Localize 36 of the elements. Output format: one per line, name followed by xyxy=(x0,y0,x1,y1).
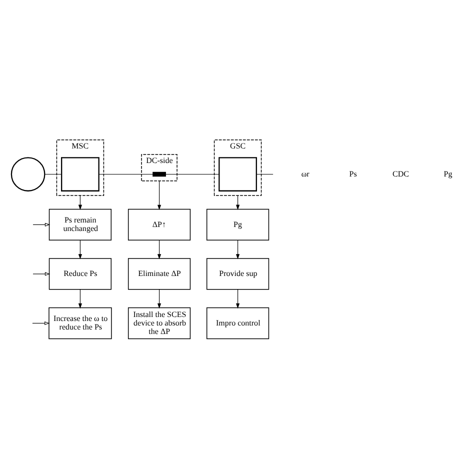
node-box: Eliminate ΔP xyxy=(127,258,190,290)
node-box: Reduce Ps xyxy=(48,258,112,290)
connector xyxy=(98,174,153,175)
node-box: Increase the ω to reduce the Ps xyxy=(48,307,112,340)
node-box: Ps remain unchanged xyxy=(48,208,112,241)
node-box: Install the SCES device to absorb the ΔP xyxy=(127,307,190,340)
arrow xyxy=(78,195,82,210)
arrow xyxy=(78,240,82,260)
cluster: GSC xyxy=(213,140,262,196)
node-box: Provide sup xyxy=(206,258,269,290)
connector xyxy=(256,174,273,175)
node-box xyxy=(218,157,256,192)
label: ωr xyxy=(300,169,309,178)
arrow xyxy=(235,195,240,210)
arrow xyxy=(235,289,240,309)
label: CDC xyxy=(392,169,408,178)
label: Pg xyxy=(443,169,452,178)
node-box xyxy=(60,157,99,192)
node-circle xyxy=(10,157,45,192)
node-box: Pg xyxy=(206,208,269,241)
arrow xyxy=(156,240,161,260)
cluster: DC-side xyxy=(140,154,177,182)
arrow xyxy=(78,289,82,309)
connector xyxy=(164,174,219,175)
cluster: MSC xyxy=(56,140,104,196)
arrow xyxy=(32,321,50,326)
connector xyxy=(44,174,62,175)
arrow xyxy=(32,222,50,226)
arrow xyxy=(235,240,240,260)
node-capacitor xyxy=(152,172,166,177)
arrow xyxy=(156,289,161,309)
node-box: ΔP↑ xyxy=(127,208,190,241)
label: Ps xyxy=(348,169,356,178)
arrow xyxy=(156,180,161,210)
node-box: Impro control xyxy=(206,307,269,340)
arrow xyxy=(32,272,50,276)
